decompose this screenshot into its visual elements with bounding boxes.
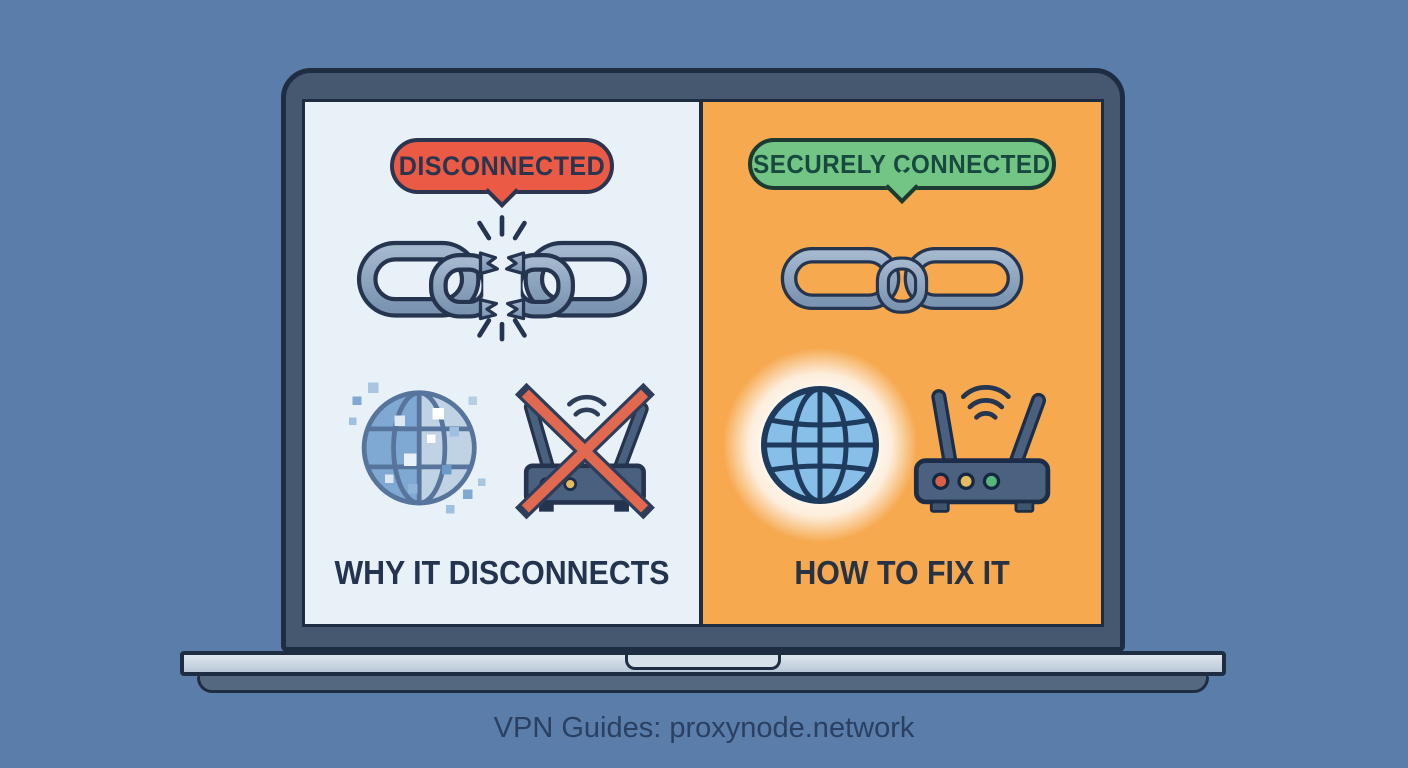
status-badge-disconnected: DISCONNECTED — [390, 138, 614, 194]
router-wifi-icon — [913, 385, 1051, 513]
broken-chain-icon — [356, 215, 648, 343]
laptop: DISCONNECTED — [281, 68, 1125, 652]
badge-label: DISCONNECTED — [398, 150, 606, 181]
panel-caption-left: WHY IT DISCONNECTS — [334, 554, 670, 591]
laptop-base — [180, 651, 1226, 676]
red-x-mark — [514, 382, 655, 520]
badge-label: SECURELY CONNECTED — [753, 148, 1051, 179]
laptop-screen-content: DISCONNECTED — [302, 99, 1104, 627]
glitch-pixels — [348, 382, 486, 514]
panel-disconnected: DISCONNECTED — [305, 102, 703, 624]
laptop-base-bottom-edge — [197, 676, 1209, 693]
chain-link-icon — [780, 246, 1024, 314]
panel-connected: SECURELY CONNECTED — [703, 102, 1101, 624]
pixelated-globe-icon — [348, 382, 486, 514]
footer-caption: VPN Guides: proxynode.network — [493, 712, 915, 744]
laptop-base-notch — [625, 655, 781, 670]
panel-caption-right: HOW TO FIX IT — [794, 554, 1010, 591]
globe-icon — [761, 386, 879, 504]
break-sparks — [477, 215, 527, 342]
status-badge-connected: SECURELY CONNECTED — [748, 138, 1056, 190]
router-crossed-out-icon — [514, 382, 655, 520]
